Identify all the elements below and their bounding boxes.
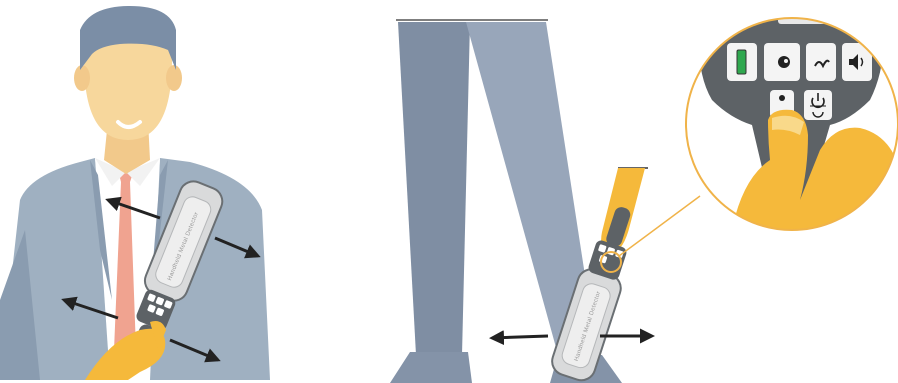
tie [114, 170, 136, 365]
scan-arrow [214, 236, 261, 259]
scan-arrow [105, 196, 161, 220]
sensitivity-button [764, 43, 800, 81]
power-icon [811, 97, 825, 109]
volume-icon [849, 54, 858, 70]
power-button [804, 90, 832, 120]
scan-arrow [489, 330, 549, 346]
man-figure [0, 6, 270, 380]
pant-leg-left [398, 22, 470, 355]
person-icon [779, 95, 785, 101]
volume-button [842, 43, 872, 81]
vibration-button [806, 43, 836, 81]
zoom-ring [685, 17, 898, 231]
head [84, 40, 172, 140]
smile [116, 120, 142, 129]
shoe-left [390, 352, 472, 383]
vibration-icon [814, 59, 830, 69]
zoom-connector [618, 195, 701, 257]
keypad-zoom [685, 17, 898, 231]
battery-icon [736, 49, 747, 75]
scan-arrow [169, 338, 221, 363]
lapel-left [90, 160, 112, 300]
legs-figure [390, 19, 622, 383]
hand-torso [85, 328, 166, 380]
suit-jacket [0, 158, 140, 380]
handheld-metal-detector-legs: Handheld Metal Detector [551, 207, 631, 382]
battery-button [727, 43, 757, 81]
hair [80, 6, 176, 70]
zoom-target [600, 251, 622, 273]
sensitivity-icon [778, 56, 790, 68]
pant-leg-right [466, 22, 598, 362]
scan-arrow [61, 296, 119, 320]
